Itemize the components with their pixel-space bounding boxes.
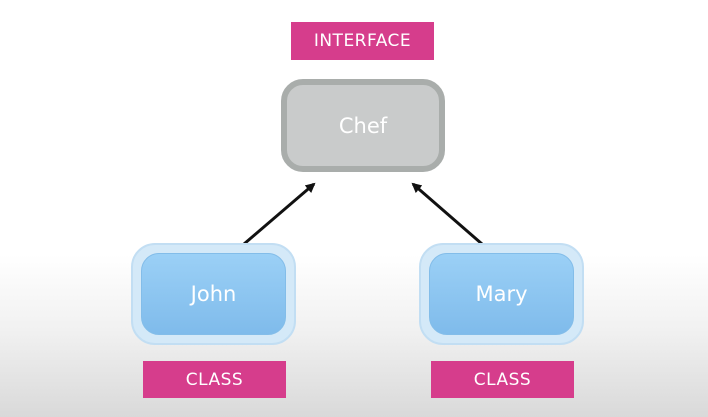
john-class-node: John [131,243,296,345]
john-to-chef-arrow [243,182,316,246]
mary-class-node: Mary [419,243,584,345]
mary-node-label: Mary [475,282,528,306]
mary-node-body: Mary [429,253,574,335]
john-node-label: John [190,282,237,306]
john-class-tag: CLASS [143,361,286,398]
chef-node-label: Chef [338,113,388,138]
mary-class-tag: CLASS [431,361,574,398]
john-node-body: John [141,253,286,335]
interface-tag: INTERFACE [291,22,434,60]
chef-interface-node: Chef [281,79,445,172]
mary-to-chef-arrow [411,182,483,246]
